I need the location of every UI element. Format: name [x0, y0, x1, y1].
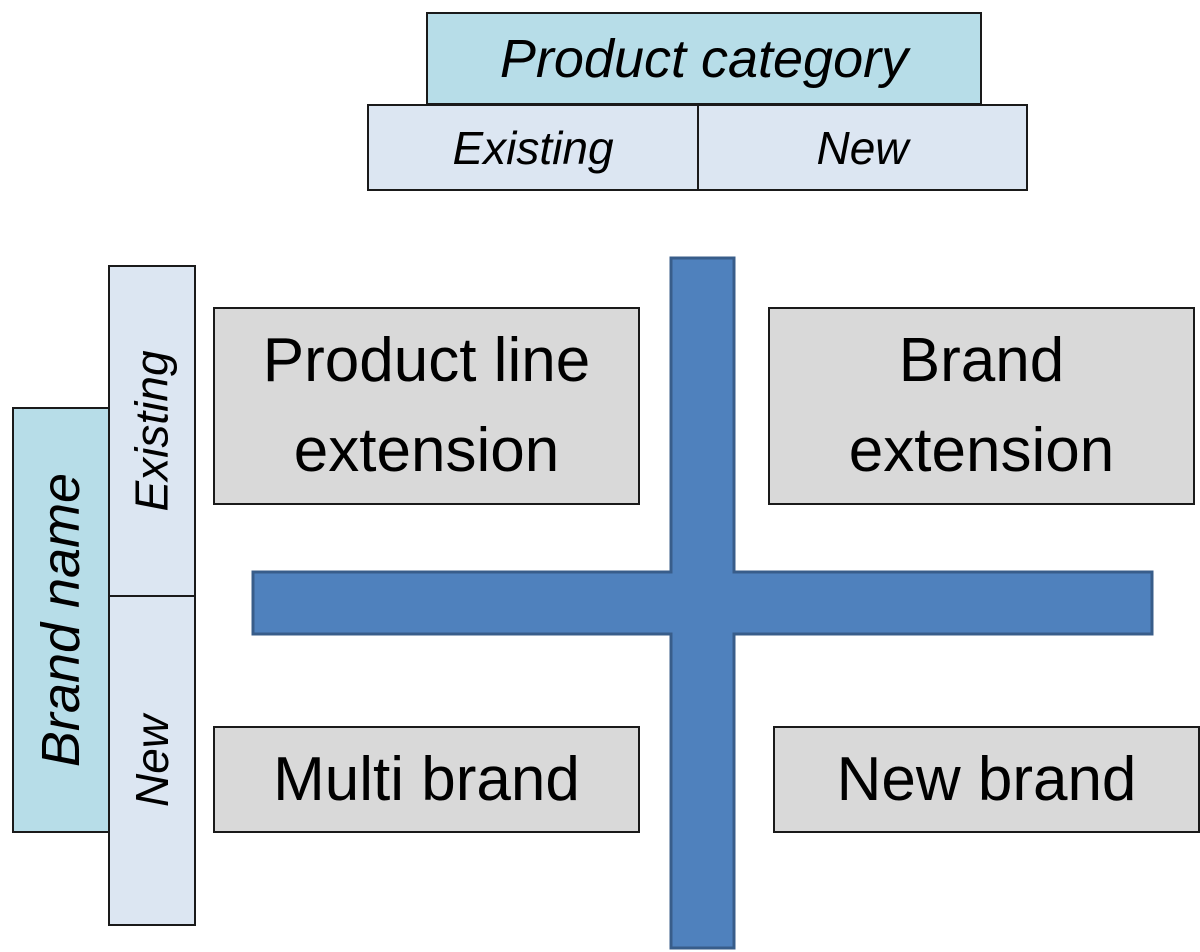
- quadrant-brand-extension: Brand extension: [768, 307, 1195, 505]
- product-category-title: Product category: [426, 12, 982, 105]
- quadrant-label: Multi brand: [273, 744, 580, 814]
- quadrant-label: New brand: [836, 744, 1137, 814]
- product-category-title-label: Product category: [499, 28, 909, 89]
- quadrant-label: Product line extension: [263, 316, 590, 496]
- product-category-existing: Existing: [367, 104, 699, 191]
- quadrant-multi-brand: Multi brand: [213, 726, 640, 833]
- quadrant-label-line-2: extension: [848, 416, 1115, 485]
- quadrant-label-line-1: Brand: [898, 326, 1065, 396]
- brand-name-title-label: Brand name: [31, 472, 91, 768]
- product-category-existing-label: Existing: [452, 121, 614, 174]
- quadrant-label-line-1: Product line: [262, 326, 591, 396]
- brand-name-title: Brand name: [12, 407, 110, 833]
- quadrant-label-line-2: extension: [293, 416, 560, 485]
- quadrant-label: Brand extension: [849, 316, 1114, 496]
- product-category-new: New: [697, 104, 1028, 191]
- brand-name-existing: Existing: [108, 265, 196, 597]
- brand-name-existing-label: Existing: [126, 350, 179, 512]
- product-category-new-label: New: [816, 121, 909, 174]
- brand-name-new: New: [108, 595, 196, 926]
- quadrant-new-brand: New brand: [773, 726, 1200, 833]
- brand-name-new-label: New: [126, 714, 178, 807]
- quadrant-product-line-extension: Product line extension: [213, 307, 640, 505]
